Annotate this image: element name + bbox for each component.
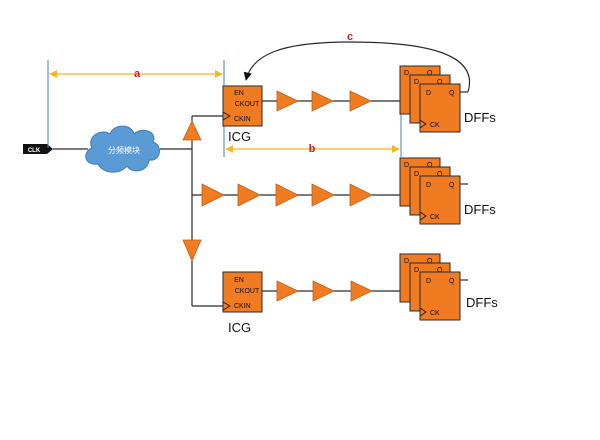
dff-bottom-label: DFFs (466, 295, 498, 310)
icg-bottom-pin-en: EN (234, 277, 244, 284)
buffer-row2-3 (275, 183, 299, 207)
icg-top-label: ICG (228, 129, 251, 144)
clk-label: CLK (28, 148, 41, 154)
dff-stack-middle: D Q D Q D Q CK (399, 157, 468, 225)
dff-stack-top: D Q D Q D Q CK (399, 65, 468, 133)
icg-bottom-label: ICG (228, 320, 251, 335)
dff-bot-2-pin-d: D (414, 267, 419, 274)
dff-mid-3-pin-d: D (426, 182, 431, 189)
dff-bot-1-pin-d: D (404, 258, 409, 265)
icg-top-pin-en: EN (234, 90, 244, 97)
icg-bottom: EN CKOUT CKIN (222, 271, 263, 313)
dff-bot-clock-triangle (419, 307, 427, 317)
dff-middle-label: DFFs (464, 202, 496, 217)
divider-label: 分频模块 (108, 145, 140, 155)
dff-bot-3-pin-d: D (426, 278, 431, 285)
dff-mid-1-pin-q: Q (427, 162, 433, 169)
dff-top-label: DFFs (464, 110, 496, 125)
buffer-row1-2 (311, 90, 334, 112)
dff-top-2-pin-d: D (414, 79, 419, 86)
dff-mid-clock-triangle (419, 211, 427, 221)
buffer-spine-down (182, 239, 202, 263)
dff-mid-3-pin-q: Q (449, 182, 455, 189)
icg-bottom-clock-triangle (222, 301, 231, 311)
clk-input-port: CLK (23, 144, 53, 154)
dff-bot-1-pin-q: Q (427, 258, 433, 265)
icg-bottom-pin-ckout: CKOUT (235, 288, 260, 295)
icg-top-pin-ckin: CKIN (234, 116, 251, 123)
dff-mid-2-pin-d: D (414, 171, 419, 178)
dff-stack-bottom: D Q D Q D Q CK (399, 253, 468, 321)
dff-mid-2-pin-q: Q (437, 171, 443, 178)
dimension-c-arc (243, 41, 471, 93)
icg-top-body (222, 85, 263, 127)
dff-top-3-pin-q: Q (449, 90, 455, 97)
buffer-row2-5 (349, 183, 373, 207)
divider-cloud: 分频模块 (85, 125, 160, 173)
buffer-row3-3 (350, 280, 373, 302)
dff-top-clock-triangle (419, 119, 427, 129)
buffer-row2-2 (237, 183, 261, 207)
dff-top-1-pin-q: Q (427, 70, 433, 77)
icg-bottom-pin-ckin: CKIN (234, 303, 251, 310)
buffer-row2-4 (311, 183, 335, 207)
dff-mid-1-pin-d: D (404, 162, 409, 169)
dff-top-1-pin-d: D (404, 70, 409, 77)
buffer-spine-up (182, 120, 202, 141)
dff-top-3-pin-d: D (426, 90, 431, 97)
dff-top-2-pin-q: Q (437, 79, 443, 86)
icg-top-clock-triangle (222, 111, 231, 121)
dimension-a-label: a (134, 68, 141, 80)
buffer-row3-1 (276, 280, 299, 302)
dff-mid-pin-ck: CK (430, 214, 440, 221)
icg-top: EN CKOUT CKIN (222, 85, 263, 127)
dimension-c-label: c (347, 31, 353, 43)
dff-bot-3-pin-q: Q (449, 278, 455, 285)
dff-bot-pin-ck: CK (430, 310, 440, 317)
icg-top-pin-ckout: CKOUT (235, 101, 260, 108)
buffer-row1-1 (276, 90, 299, 112)
buffer-row1-3 (349, 90, 372, 112)
dimension-b-label: b (309, 143, 316, 155)
buffer-row2-1 (201, 183, 225, 207)
dff-bot-2-pin-q: Q (437, 267, 443, 274)
buffer-row3-2 (312, 280, 335, 302)
dff-top-pin-ck: CK (430, 122, 440, 129)
